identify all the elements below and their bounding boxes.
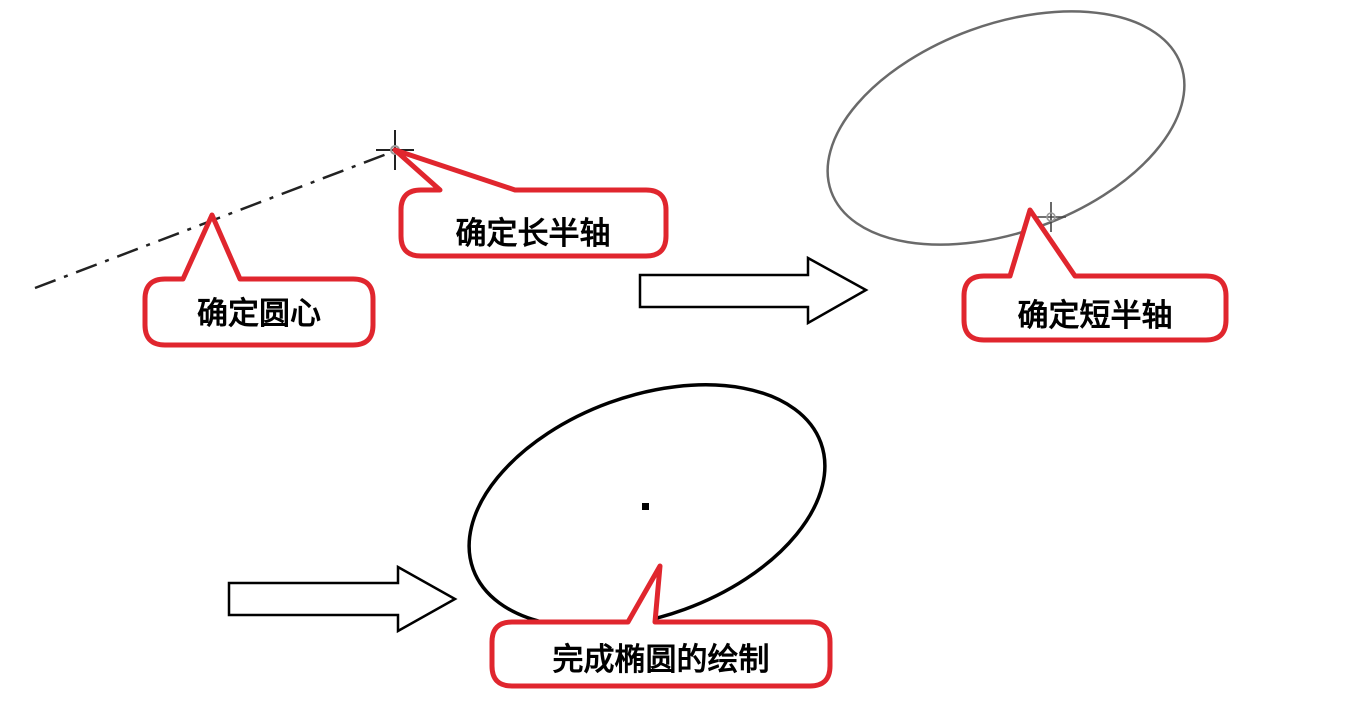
callout-label: 确定短半轴 <box>1018 298 1173 334</box>
callout-bubble <box>489 563 833 689</box>
crosshair-cursor-icon <box>1036 202 1066 232</box>
callout-complete: 完成椭圆的绘制 <box>489 563 833 689</box>
callout-minor-axis: 确定短半轴 <box>961 207 1229 343</box>
right-arrow-icon <box>638 255 869 326</box>
callout-bubble <box>392 147 669 259</box>
callout-label: 确定圆心 <box>197 296 321 332</box>
callout-bubble <box>142 212 376 348</box>
preview-ellipse <box>826 10 1186 246</box>
callout-label: 确定长半轴 <box>456 216 611 252</box>
final-ellipse <box>467 383 827 629</box>
right-arrow-icon <box>227 564 458 634</box>
callout-bubble <box>961 207 1229 343</box>
callout-label: 完成椭圆的绘制 <box>553 642 770 678</box>
callout-major-axis: 确定长半轴 <box>392 147 669 259</box>
callout-center: 确定圆心 <box>142 212 376 348</box>
ellipse-center-point <box>642 503 649 510</box>
